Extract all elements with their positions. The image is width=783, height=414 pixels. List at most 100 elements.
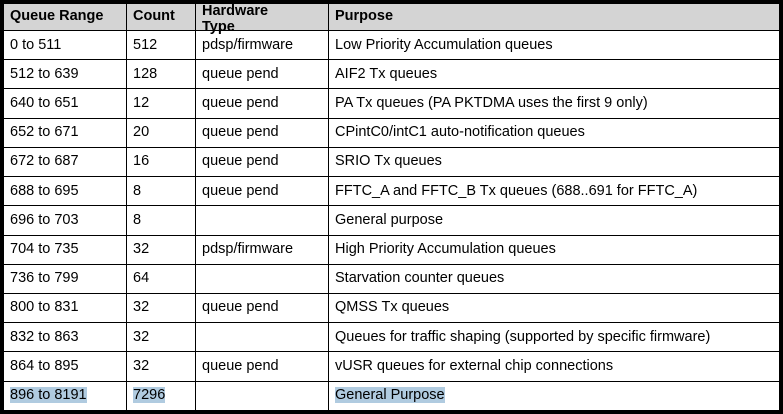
cell-queue-range-text: 652 to 671	[10, 124, 79, 141]
cell-queue-range: 832 to 863	[3, 322, 127, 353]
cell-queue-range: 704 to 735	[3, 234, 127, 265]
column-header-count-label: Count	[133, 8, 175, 25]
cell-count-text: 7296	[133, 387, 166, 404]
cell-hardware-type	[195, 322, 329, 353]
cell-purpose: FFTC_A and FFTC_B Tx queues (688..691 fo…	[328, 176, 780, 207]
cell-hardware-type	[195, 205, 329, 236]
cell-queue-range: 672 to 687	[3, 146, 127, 178]
cell-purpose-text: FFTC_A and FFTC_B Tx queues (688..691 fo…	[335, 182, 698, 199]
cell-queue-range: 512 to 639	[3, 59, 127, 90]
cell-hardware-type-text: queue pend	[202, 153, 279, 170]
cell-queue-range-text: 0 to 511	[10, 36, 62, 53]
cell-count: 32	[126, 292, 196, 324]
cell-queue-range-text: 688 to 695	[10, 182, 79, 199]
cell-count-text: 12	[133, 94, 150, 111]
cell-count: 32	[126, 351, 196, 382]
table-row: 832 to 863 32 Queues for traffic shaping (…	[3, 322, 780, 353]
table-row: 736 to 799 64 Starvation counter queues	[3, 263, 780, 294]
cell-queue-range-text: 800 to 831	[10, 299, 79, 316]
cell-purpose: PA Tx queues (PA PKTDMA uses the first 9…	[328, 88, 780, 119]
queue-range-mapping-table: Queue Range Count Hardware Type Purpose …	[3, 3, 780, 412]
cell-hardware-type-text: queue pend	[202, 65, 279, 82]
cell-count: 512	[126, 29, 196, 61]
cell-hardware-type: queue pend	[195, 59, 329, 90]
cell-hardware-type-text: pdsp/firmware	[202, 36, 294, 53]
cell-hardware-type-text: queue pend	[202, 182, 279, 199]
cell-hardware-type: queue pend	[195, 146, 329, 178]
cell-purpose-text: SRIO Tx queues	[335, 153, 442, 170]
cell-count: 64	[126, 263, 196, 294]
cell-hardware-type-text: queue pend	[202, 124, 279, 141]
column-header-purpose-label: Purpose	[335, 8, 394, 25]
table-row: 704 to 735 32 pdsp/firmware High Priority A…	[3, 234, 780, 265]
cell-queue-range-text: 672 to 687	[10, 153, 79, 170]
cell-purpose-text: General Purpose	[335, 387, 445, 404]
cell-hardware-type	[195, 380, 329, 412]
table-row: 688 to 695 8 queue pend FFTC_A and FFTC_B T…	[3, 176, 780, 207]
cell-count-text: 16	[133, 153, 150, 170]
cell-hardware-type: queue pend	[195, 117, 329, 148]
cell-queue-range-text: 696 to 703	[10, 211, 79, 228]
cell-queue-range: 652 to 671	[3, 117, 127, 148]
cell-purpose: General Purpose	[328, 380, 780, 412]
column-header-queue-range: Queue Range	[3, 3, 127, 31]
table-row: 672 to 687 16 queue pend SRIO Tx queues	[3, 146, 780, 178]
cell-queue-range-text: 640 to 651	[10, 94, 79, 111]
cell-count: 20	[126, 117, 196, 148]
cell-count-text: 8	[133, 182, 142, 199]
cell-queue-range: 864 to 895	[3, 351, 127, 382]
cell-purpose-text: Starvation counter queues	[335, 270, 505, 287]
cell-hardware-type: pdsp/firmware	[195, 234, 329, 265]
cell-hardware-type-text: pdsp/firmware	[202, 241, 294, 258]
cell-purpose: SRIO Tx queues	[328, 146, 780, 178]
cell-purpose-text: Queues for traffic shaping (supported by…	[335, 328, 711, 345]
cell-purpose: vUSR queues for external chip connection…	[328, 351, 780, 382]
cell-purpose: Queues for traffic shaping (supported by…	[328, 322, 780, 353]
table-body: 0 to 511 512 pdsp/firmware Low Priority Acc…	[3, 29, 780, 412]
cell-count: 32	[126, 322, 196, 353]
cell-hardware-type-text: queue pend	[202, 299, 279, 316]
cell-count: 16	[126, 146, 196, 178]
cell-purpose-text: QMSS Tx queues	[335, 299, 450, 316]
column-header-purpose: Purpose	[328, 3, 780, 31]
cell-count-text: 20	[133, 124, 150, 141]
cell-purpose-text: vUSR queues for external chip connection…	[335, 357, 614, 374]
cell-count: 8	[126, 205, 196, 236]
cell-hardware-type	[195, 263, 329, 294]
cell-hardware-type: queue pend	[195, 292, 329, 324]
cell-queue-range-text: 864 to 895	[10, 357, 79, 374]
cell-queue-range: 0 to 511	[3, 29, 127, 61]
cell-queue-range: 640 to 651	[3, 88, 127, 119]
column-header-hardware-type-label-line1: Hardware	[202, 3, 269, 20]
cell-queue-range-text: 704 to 735	[10, 241, 79, 258]
cell-queue-range: 696 to 703	[3, 205, 127, 236]
cell-count-text: 32	[133, 299, 150, 316]
cell-hardware-type-text: queue pend	[202, 357, 279, 374]
column-header-count: Count	[126, 3, 196, 31]
cell-count-text: 8	[133, 211, 142, 228]
table-row: 512 to 639 128 queue pend AIF2 Tx queues	[3, 59, 780, 90]
cell-count-text: 32	[133, 241, 150, 258]
cell-purpose-text: High Priority Accumulation queues	[335, 241, 556, 258]
table-row: 800 to 831 32 queue pend QMSS Tx queues	[3, 292, 780, 324]
cell-hardware-type: queue pend	[195, 176, 329, 207]
column-header-hardware-type: Hardware Type	[195, 3, 329, 35]
cell-count: 8	[126, 176, 196, 207]
cell-count-text: 128	[133, 65, 158, 82]
cell-count: 12	[126, 88, 196, 119]
cell-queue-range: 736 to 799	[3, 263, 127, 294]
cell-purpose: CPintC0/intC1 auto-notification queues	[328, 117, 780, 148]
cell-purpose: Starvation counter queues	[328, 263, 780, 294]
table-row: 652 to 671 20 queue pend CPintC0/intC1 auto…	[3, 117, 780, 148]
cell-purpose: AIF2 Tx queues	[328, 59, 780, 90]
cell-purpose-text: Low Priority Accumulation queues	[335, 36, 553, 53]
cell-queue-range: 688 to 695	[3, 176, 127, 207]
column-header-queue-range-label: Queue Range	[10, 8, 104, 25]
cell-hardware-type: pdsp/firmware	[195, 29, 329, 61]
cell-queue-range-text: 832 to 863	[10, 328, 79, 345]
cell-count-text: 64	[133, 270, 150, 287]
cell-purpose: QMSS Tx queues	[328, 292, 780, 324]
